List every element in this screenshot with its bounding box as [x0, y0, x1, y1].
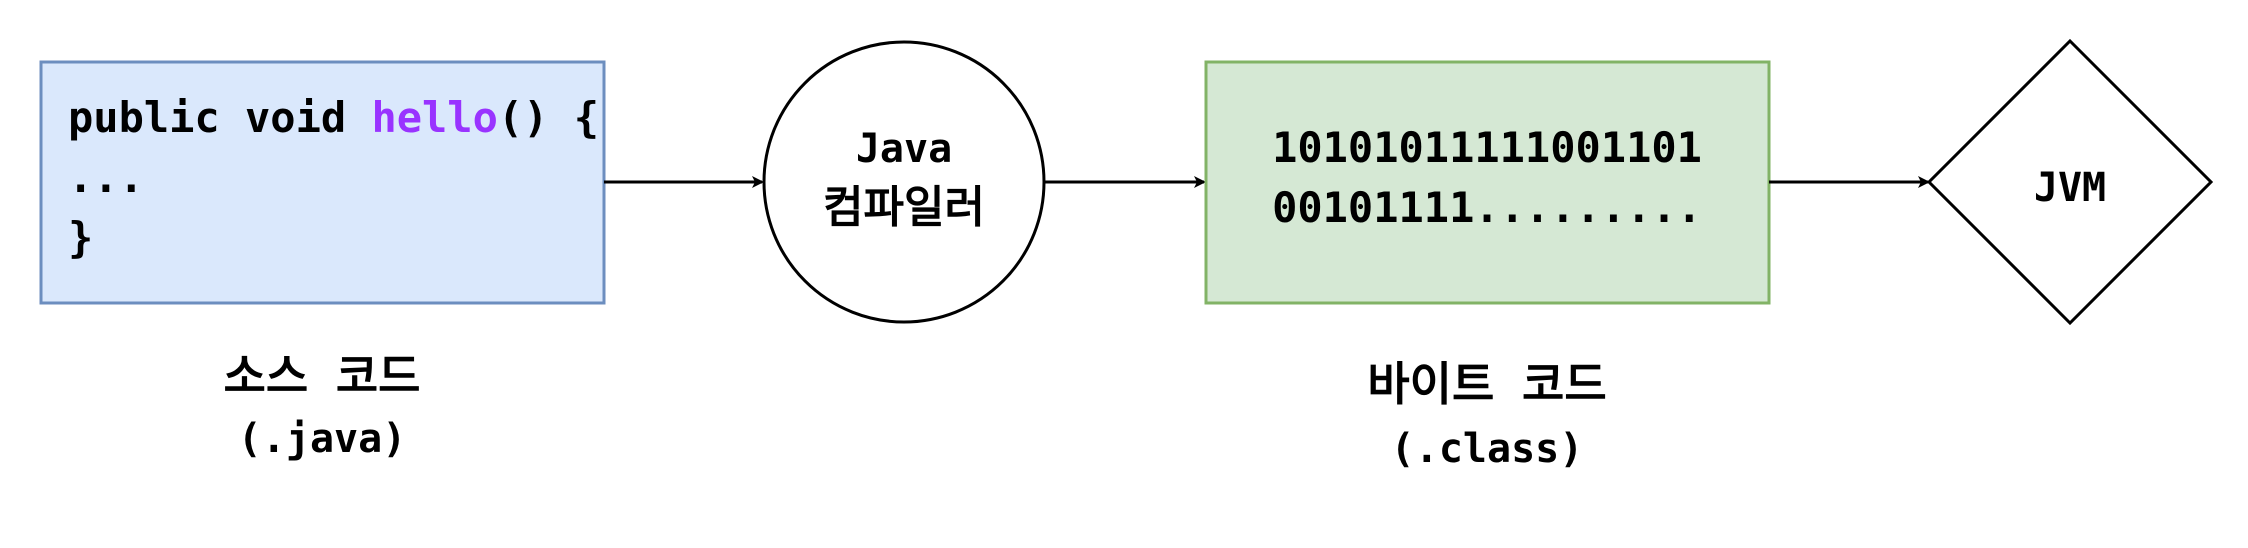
- source-code-extension: (.java): [238, 416, 407, 462]
- bytecode-caption: 바이트 코드: [1367, 357, 1606, 411]
- source-code-box: [39, 60, 606, 305]
- compiler-label-line-1: Java: [856, 126, 952, 172]
- jvm-node: JVM: [1926, 38, 2214, 326]
- jvm-diamond: [1926, 38, 2214, 326]
- source-code-line-3: }: [68, 213, 93, 262]
- source-code-caption: 소스 코드: [224, 349, 421, 403]
- jvm-label: JVM: [2034, 165, 2106, 211]
- compiler-label-line-2: 컴파일러: [823, 182, 985, 233]
- bytecode-line-2: 00101111.........: [1272, 183, 1702, 232]
- compiler-circle: [762, 40, 1046, 324]
- source-code-node: public void hello() { ... }: [39, 60, 606, 305]
- compiler-node: Java 컴파일러: [762, 40, 1046, 324]
- source-code-line-2: ...: [68, 153, 144, 202]
- source-code-line-1: public void hello() {: [68, 93, 599, 142]
- bytecode-box: [1204, 60, 1771, 305]
- method-name-keyword: hello: [371, 93, 497, 142]
- bytecode-extension: (.class): [1391, 426, 1584, 472]
- bytecode-node: 10101011111001101 00101111.........: [1204, 60, 1771, 305]
- bytecode-line-1: 10101011111001101: [1272, 123, 1702, 172]
